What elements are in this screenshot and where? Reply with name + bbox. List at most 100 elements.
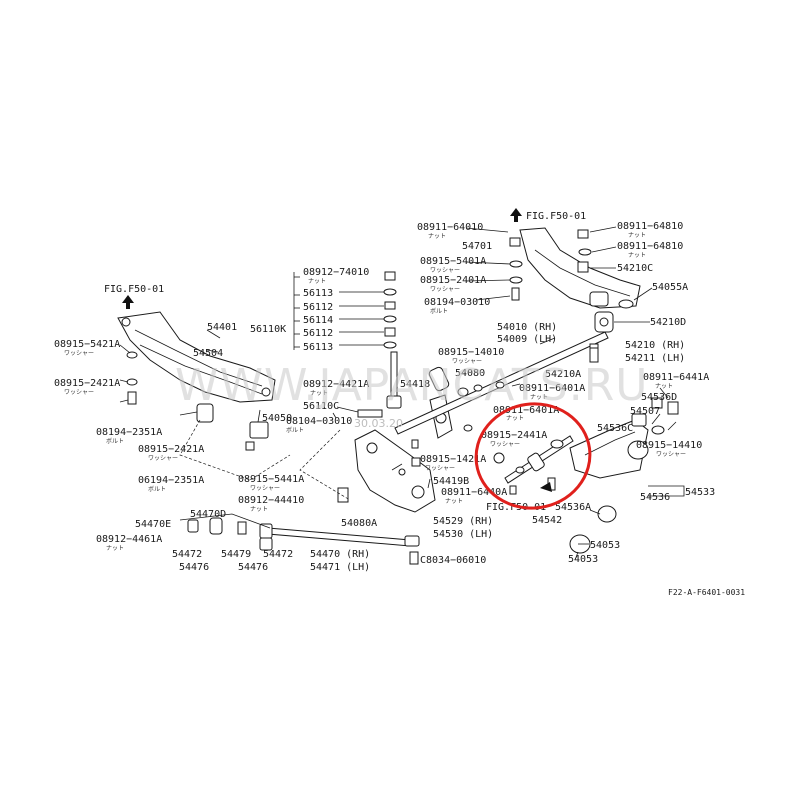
fig-ref-left[interactable]: FIG.F50-01 [104,284,164,295]
highlighted-adjuster-rod[interactable] [493,435,574,495]
note-washer: ワッシャー [148,455,178,462]
note-bolt: ボルト [148,485,166,493]
label-56112-a[interactable]: 56112 [303,302,333,313]
label-08915-5421A[interactable]: 08915−5421A [54,339,120,350]
label-56113-a[interactable]: 56113 [303,288,333,299]
label-56114[interactable]: 56114 [303,315,333,326]
up-arrow-icon [510,208,522,222]
label-54053-b[interactable]: 54053 [568,554,598,565]
label-54211-lh[interactable]: 54211 (LH) [625,353,685,364]
label-08915-1421A[interactable]: 08915−1421A [420,454,486,465]
label-54055A[interactable]: 54055A [652,282,688,293]
label-54472-a[interactable]: 54472 [172,549,202,560]
note-bolt: ボルト [106,437,124,445]
label-54507[interactable]: 54507 [630,406,660,417]
label-08915-2441A[interactable]: 08915−2441A [481,430,547,441]
note-nut: ナット [506,415,524,422]
label-54210-rh[interactable]: 54210 (RH) [625,340,685,351]
label-08911-64010[interactable]: 08911−64010 [417,222,483,233]
label-08915-14410[interactable]: 08915−14410 [636,440,702,451]
label-54401[interactable]: 54401 [207,322,237,333]
note-nut: ナット [308,278,326,285]
label-08104-03010[interactable]: 08104−03010 [286,416,352,427]
label-56113-b[interactable]: 56113 [303,342,333,353]
note-washer: ワッシャー [452,358,482,365]
label-08915-2401A[interactable]: 08915−2401A [420,275,486,286]
label-54533[interactable]: 54533 [685,487,715,498]
label-08911-6440A[interactable]: 08911−6440A [441,487,507,498]
fig-ref-top[interactable]: FIG.F50-01 [526,211,586,222]
label-08912-4461A[interactable]: 08912−4461A [96,534,162,545]
label-54530-lh[interactable]: 54530 (LH) [433,529,493,540]
label-56110C[interactable]: 56110C [303,401,339,412]
label-54010-rh[interactable]: 54010 (RH) [497,322,557,333]
note-bolt: ボルト [286,426,304,434]
label-08915-14010[interactable]: 08915−14010 [438,347,504,358]
note-nut: ナット [428,233,446,240]
label-54080A[interactable]: 54080A [341,518,377,529]
label-08912-44410[interactable]: 08912−44410 [238,495,304,506]
label-08194-03010[interactable]: 08194−03010 [424,297,490,308]
label-08194-2351A-a[interactable]: 08194−2351A [96,427,162,438]
note-nut: ナット [628,252,646,259]
note-washer: ワッシャー [656,451,686,458]
label-54470E[interactable]: 54470E [135,519,171,530]
label-08915-2421A-a[interactable]: 08915−2421A [54,378,120,389]
label-08915-5441A[interactable]: 08915−5441A [238,474,304,485]
rear-member-assembly [465,208,653,363]
label-54701[interactable]: 54701 [462,241,492,252]
label-06194-2351A[interactable]: 06194−2351A [138,475,204,486]
label-54210D[interactable]: 54210D [650,317,686,328]
diagram-code: F22-A-F6401-0031 [668,588,745,597]
label-54210A[interactable]: 54210A [545,369,581,380]
label-54053-a[interactable]: 54053 [590,540,620,551]
label-54536A[interactable]: 54536A [555,502,591,513]
note-washer: ワッシャー [430,286,460,293]
label-08912-4421A[interactable]: 08912−4421A [303,379,369,390]
crossmember-assembly: FIG.F50-01 [104,284,291,481]
label-08911-6441A[interactable]: 08911−6441A [643,372,709,383]
label-c8034-06010[interactable]: C8034−06010 [420,555,486,566]
label-56110K[interactable]: 56110K [250,324,286,335]
label-54536[interactable]: 54536 [640,492,670,503]
fig-pointer-arrow-icon [540,482,552,492]
label-08915-5401A[interactable]: 08915−5401A [420,256,486,267]
label-54476-b[interactable]: 54476 [238,562,268,573]
label-54050[interactable]: 54050 [262,413,292,424]
label-54470-rh[interactable]: 54470 (RH) [310,549,370,560]
label-54419B[interactable]: 54419B [433,476,469,487]
label-54210C[interactable]: 54210C [617,263,653,274]
label-54536D[interactable]: 54536D [641,392,677,403]
label-54470D[interactable]: 54470D [190,509,226,520]
label-54529-rh[interactable]: 54529 (RH) [433,516,493,527]
note-nut: ナット [310,390,328,397]
note-nut: ナット [250,506,268,513]
label-54479[interactable]: 54479 [221,549,251,560]
label-54542[interactable]: 54542 [532,515,562,526]
label-54418[interactable]: 54418 [400,379,430,390]
highlight-circle [474,402,592,510]
note-washer: ワッシャー [250,485,280,492]
watermark-date: 30.03.20 [354,417,403,430]
label-56112-b[interactable]: 56112 [303,328,333,339]
note-bolt: ボルト [430,307,448,315]
label-54476-a[interactable]: 54476 [179,562,209,573]
stabilizer-link-assembly [179,271,453,565]
label-08915-2421A-b[interactable]: 08915−2421A [138,444,204,455]
label-08911-6401A-a[interactable]: 08911−6401A [519,383,585,394]
label-08911-6401A-b[interactable]: 08911−6401A [493,405,559,416]
label-54471-lh[interactable]: 54471 (LH) [310,562,370,573]
label-08912-74010[interactable]: 08912−74010 [303,267,369,278]
note-washer: ワッシャー [490,441,520,448]
label-54472-b[interactable]: 54472 [263,549,293,560]
label-54504[interactable]: 54504 [193,348,223,359]
note-nut: ナット [106,545,124,552]
note-nut: ナット [530,394,548,401]
label-54080[interactable]: 54080 [455,368,485,379]
label-08911-64810-b[interactable]: 08911−64810 [617,241,683,252]
label-08911-64810-a[interactable]: 08911−64810 [617,221,683,232]
label-54009-lh[interactable]: 54009 (LH) [497,334,557,345]
note-nut: ナット [628,232,646,239]
label-54536C[interactable]: 54536C [597,423,633,434]
